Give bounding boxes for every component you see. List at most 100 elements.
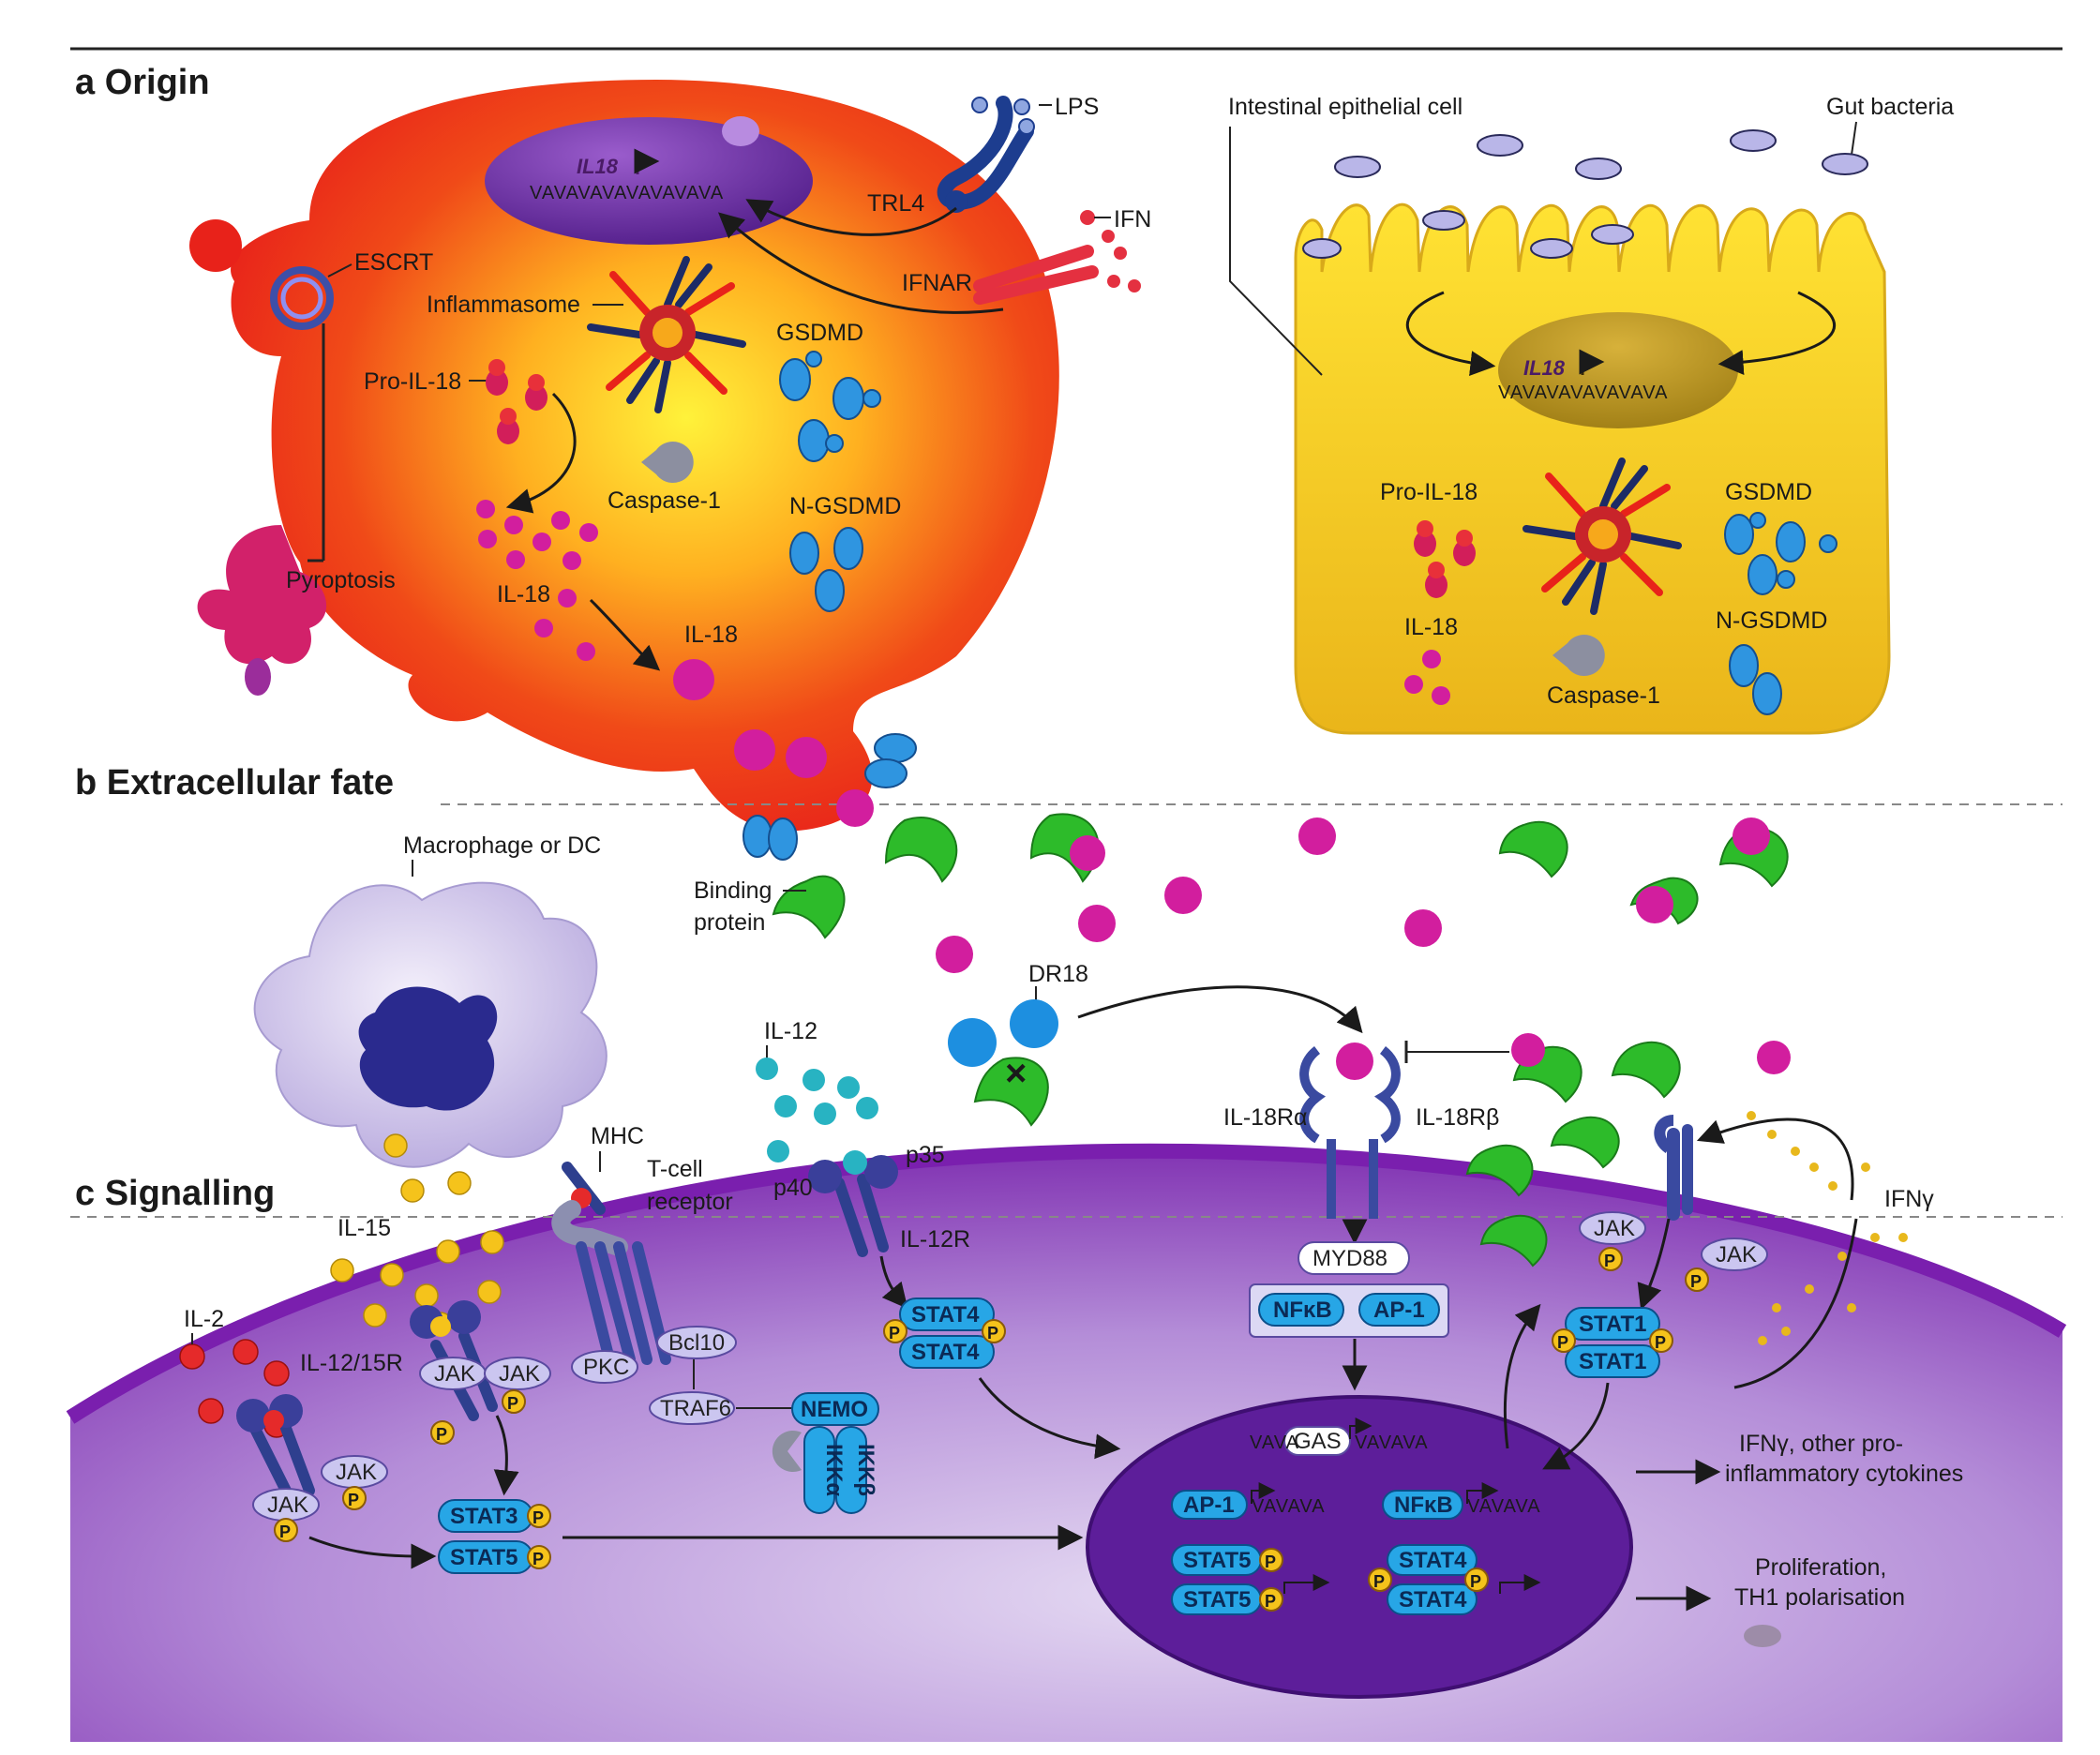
ifng-molecules bbox=[1747, 1111, 1908, 1345]
bacteria-label: Gut bacteria bbox=[1826, 94, 1954, 120]
dr18-decoy bbox=[948, 999, 1058, 1127]
ap1-nuc-label: AP-1 bbox=[1183, 1492, 1235, 1518]
p-3: P bbox=[436, 1425, 447, 1444]
pkc-label: PKC bbox=[583, 1355, 629, 1380]
ikka-label: IKKα bbox=[821, 1444, 847, 1496]
lps-label: LPS bbox=[1055, 94, 1099, 120]
binding-label-1: Binding bbox=[694, 878, 772, 904]
jak-c: JAK bbox=[434, 1361, 475, 1387]
red-cell-body bbox=[231, 80, 1059, 832]
stat4-pill-a bbox=[899, 1298, 995, 1331]
p-4: P bbox=[507, 1394, 518, 1413]
jak-f: JAK bbox=[1716, 1242, 1757, 1268]
ifn-label: IFN bbox=[1114, 206, 1151, 232]
gas-pill bbox=[1283, 1426, 1351, 1456]
macrophage-dc bbox=[253, 881, 608, 1168]
il2-receptor bbox=[236, 1394, 315, 1506]
pro-il18-label: Pro-IL-18 bbox=[364, 368, 461, 395]
jak-b: JAK bbox=[267, 1492, 308, 1518]
il18-label-a: IL-18 bbox=[497, 581, 550, 608]
released-il18 bbox=[734, 729, 874, 827]
myd88-pill bbox=[1298, 1241, 1410, 1275]
p35-label: p35 bbox=[906, 1142, 945, 1168]
gsdmd-pore bbox=[742, 733, 917, 861]
il12r-label: IL-12R bbox=[900, 1226, 970, 1252]
p-stat1-a: P bbox=[1557, 1333, 1568, 1352]
dna-gas-right: VAVAVA bbox=[1355, 1432, 1429, 1453]
macrophage-label: Macrophage or DC bbox=[403, 832, 601, 859]
section-a-title: a Origin bbox=[75, 63, 210, 102]
caspase1-label: Caspase-1 bbox=[608, 488, 721, 514]
epi-inflammasome bbox=[1522, 458, 1682, 615]
p-stat4-a: P bbox=[889, 1324, 900, 1342]
intestinal-epithelial-cell bbox=[1294, 202, 1891, 735]
gsdmd-molecules bbox=[779, 351, 881, 462]
escrt-bleb bbox=[189, 219, 242, 272]
il18-receptor bbox=[1299, 1042, 1401, 1219]
block-x: × bbox=[1005, 1053, 1027, 1094]
stat5-nuc-a: STAT5 bbox=[1183, 1548, 1251, 1573]
section-c-title: c Signalling bbox=[75, 1174, 275, 1213]
tcr-label-1: T-cell bbox=[647, 1156, 703, 1182]
stat4-label-a: STAT4 bbox=[911, 1302, 980, 1328]
escrt-complex bbox=[270, 266, 334, 330]
epi-n-gsdmd bbox=[1729, 644, 1782, 715]
il2-molecules bbox=[179, 1339, 290, 1438]
epi-il18-label: IL-18 bbox=[1404, 614, 1458, 640]
il18rb-label: IL-18Rβ bbox=[1416, 1104, 1499, 1131]
dr18-label: DR18 bbox=[1028, 961, 1088, 987]
n-gsdmd-molecules bbox=[789, 527, 863, 612]
il2-label: IL-2 bbox=[184, 1306, 224, 1332]
bcl10-label: Bcl10 bbox=[668, 1330, 725, 1356]
stat1-label-b: STAT1 bbox=[1579, 1349, 1646, 1374]
output-1-line-1: IFNγ, other pro- bbox=[1739, 1431, 1903, 1457]
escrt-label: ESCRT bbox=[354, 249, 433, 276]
epi-il18-gene: IL18 bbox=[1523, 356, 1566, 380]
epi-pro-il18 bbox=[1414, 520, 1476, 598]
il12-receptor bbox=[808, 1150, 898, 1257]
gsdmd-label: GSDMD bbox=[776, 320, 863, 346]
stat4-label-b: STAT4 bbox=[911, 1340, 980, 1365]
epi-il18 bbox=[1404, 650, 1450, 705]
il12-label: IL-12 bbox=[764, 1018, 818, 1044]
jak-d: JAK bbox=[499, 1361, 540, 1387]
binding-label-2: protein bbox=[694, 909, 765, 936]
il15-label: IL-15 bbox=[338, 1215, 391, 1241]
inflammasome-label: Inflammasome bbox=[427, 292, 580, 318]
ifng-receptor bbox=[1654, 1115, 1693, 1221]
epi-pro-il18-label: Pro-IL-18 bbox=[1380, 479, 1478, 505]
gut-bacteria bbox=[1302, 129, 1868, 259]
epi-caspase-label: Caspase-1 bbox=[1547, 682, 1660, 709]
myd88-label: MYD88 bbox=[1312, 1246, 1388, 1271]
il1215r-label: IL-12/15R bbox=[300, 1350, 403, 1376]
p-nuc-1: P bbox=[1265, 1552, 1276, 1571]
inflammasome bbox=[587, 256, 746, 413]
output-1-line-2: inflammatory cytokines bbox=[1725, 1461, 1963, 1487]
epi-caspase1 bbox=[1552, 635, 1605, 677]
ikka-pill bbox=[803, 1426, 835, 1514]
p-5: P bbox=[1604, 1252, 1615, 1270]
ifnar-receptor bbox=[973, 210, 1141, 305]
macrophage-dna: VAVAVAVAVAVAVAVA bbox=[530, 183, 724, 203]
ikkb-label: IKKβ bbox=[853, 1444, 878, 1496]
tcr-label-2: receptor bbox=[647, 1189, 733, 1215]
ap1-nuc-pill bbox=[1171, 1490, 1248, 1520]
stat1-pill-b bbox=[1565, 1344, 1660, 1378]
nemo-label: NEMO bbox=[801, 1397, 868, 1422]
stat4-nuc-b: STAT4 bbox=[1399, 1587, 1467, 1612]
stat5-label: STAT5 bbox=[450, 1545, 518, 1570]
p-stat1-b: P bbox=[1655, 1333, 1666, 1352]
p-nuc-4: P bbox=[1470, 1572, 1481, 1591]
jak-a: JAK bbox=[336, 1460, 377, 1485]
dna-gas-left: VAVA bbox=[1250, 1432, 1299, 1453]
stat1-pill-a bbox=[1565, 1307, 1660, 1341]
traf6-label: TRAF6 bbox=[660, 1396, 731, 1421]
mhc-label: MHC bbox=[591, 1123, 644, 1149]
stat4-pill-b bbox=[899, 1335, 995, 1369]
il18-label-b: IL-18 bbox=[684, 622, 738, 648]
ifnar-label: IFNAR bbox=[902, 270, 972, 296]
section-b-title: b Extracellular fate bbox=[75, 763, 394, 802]
nfkb-label: NFκB bbox=[1273, 1298, 1332, 1323]
il18-molecules bbox=[476, 500, 598, 661]
il18-gene-label: IL18 bbox=[577, 155, 619, 178]
